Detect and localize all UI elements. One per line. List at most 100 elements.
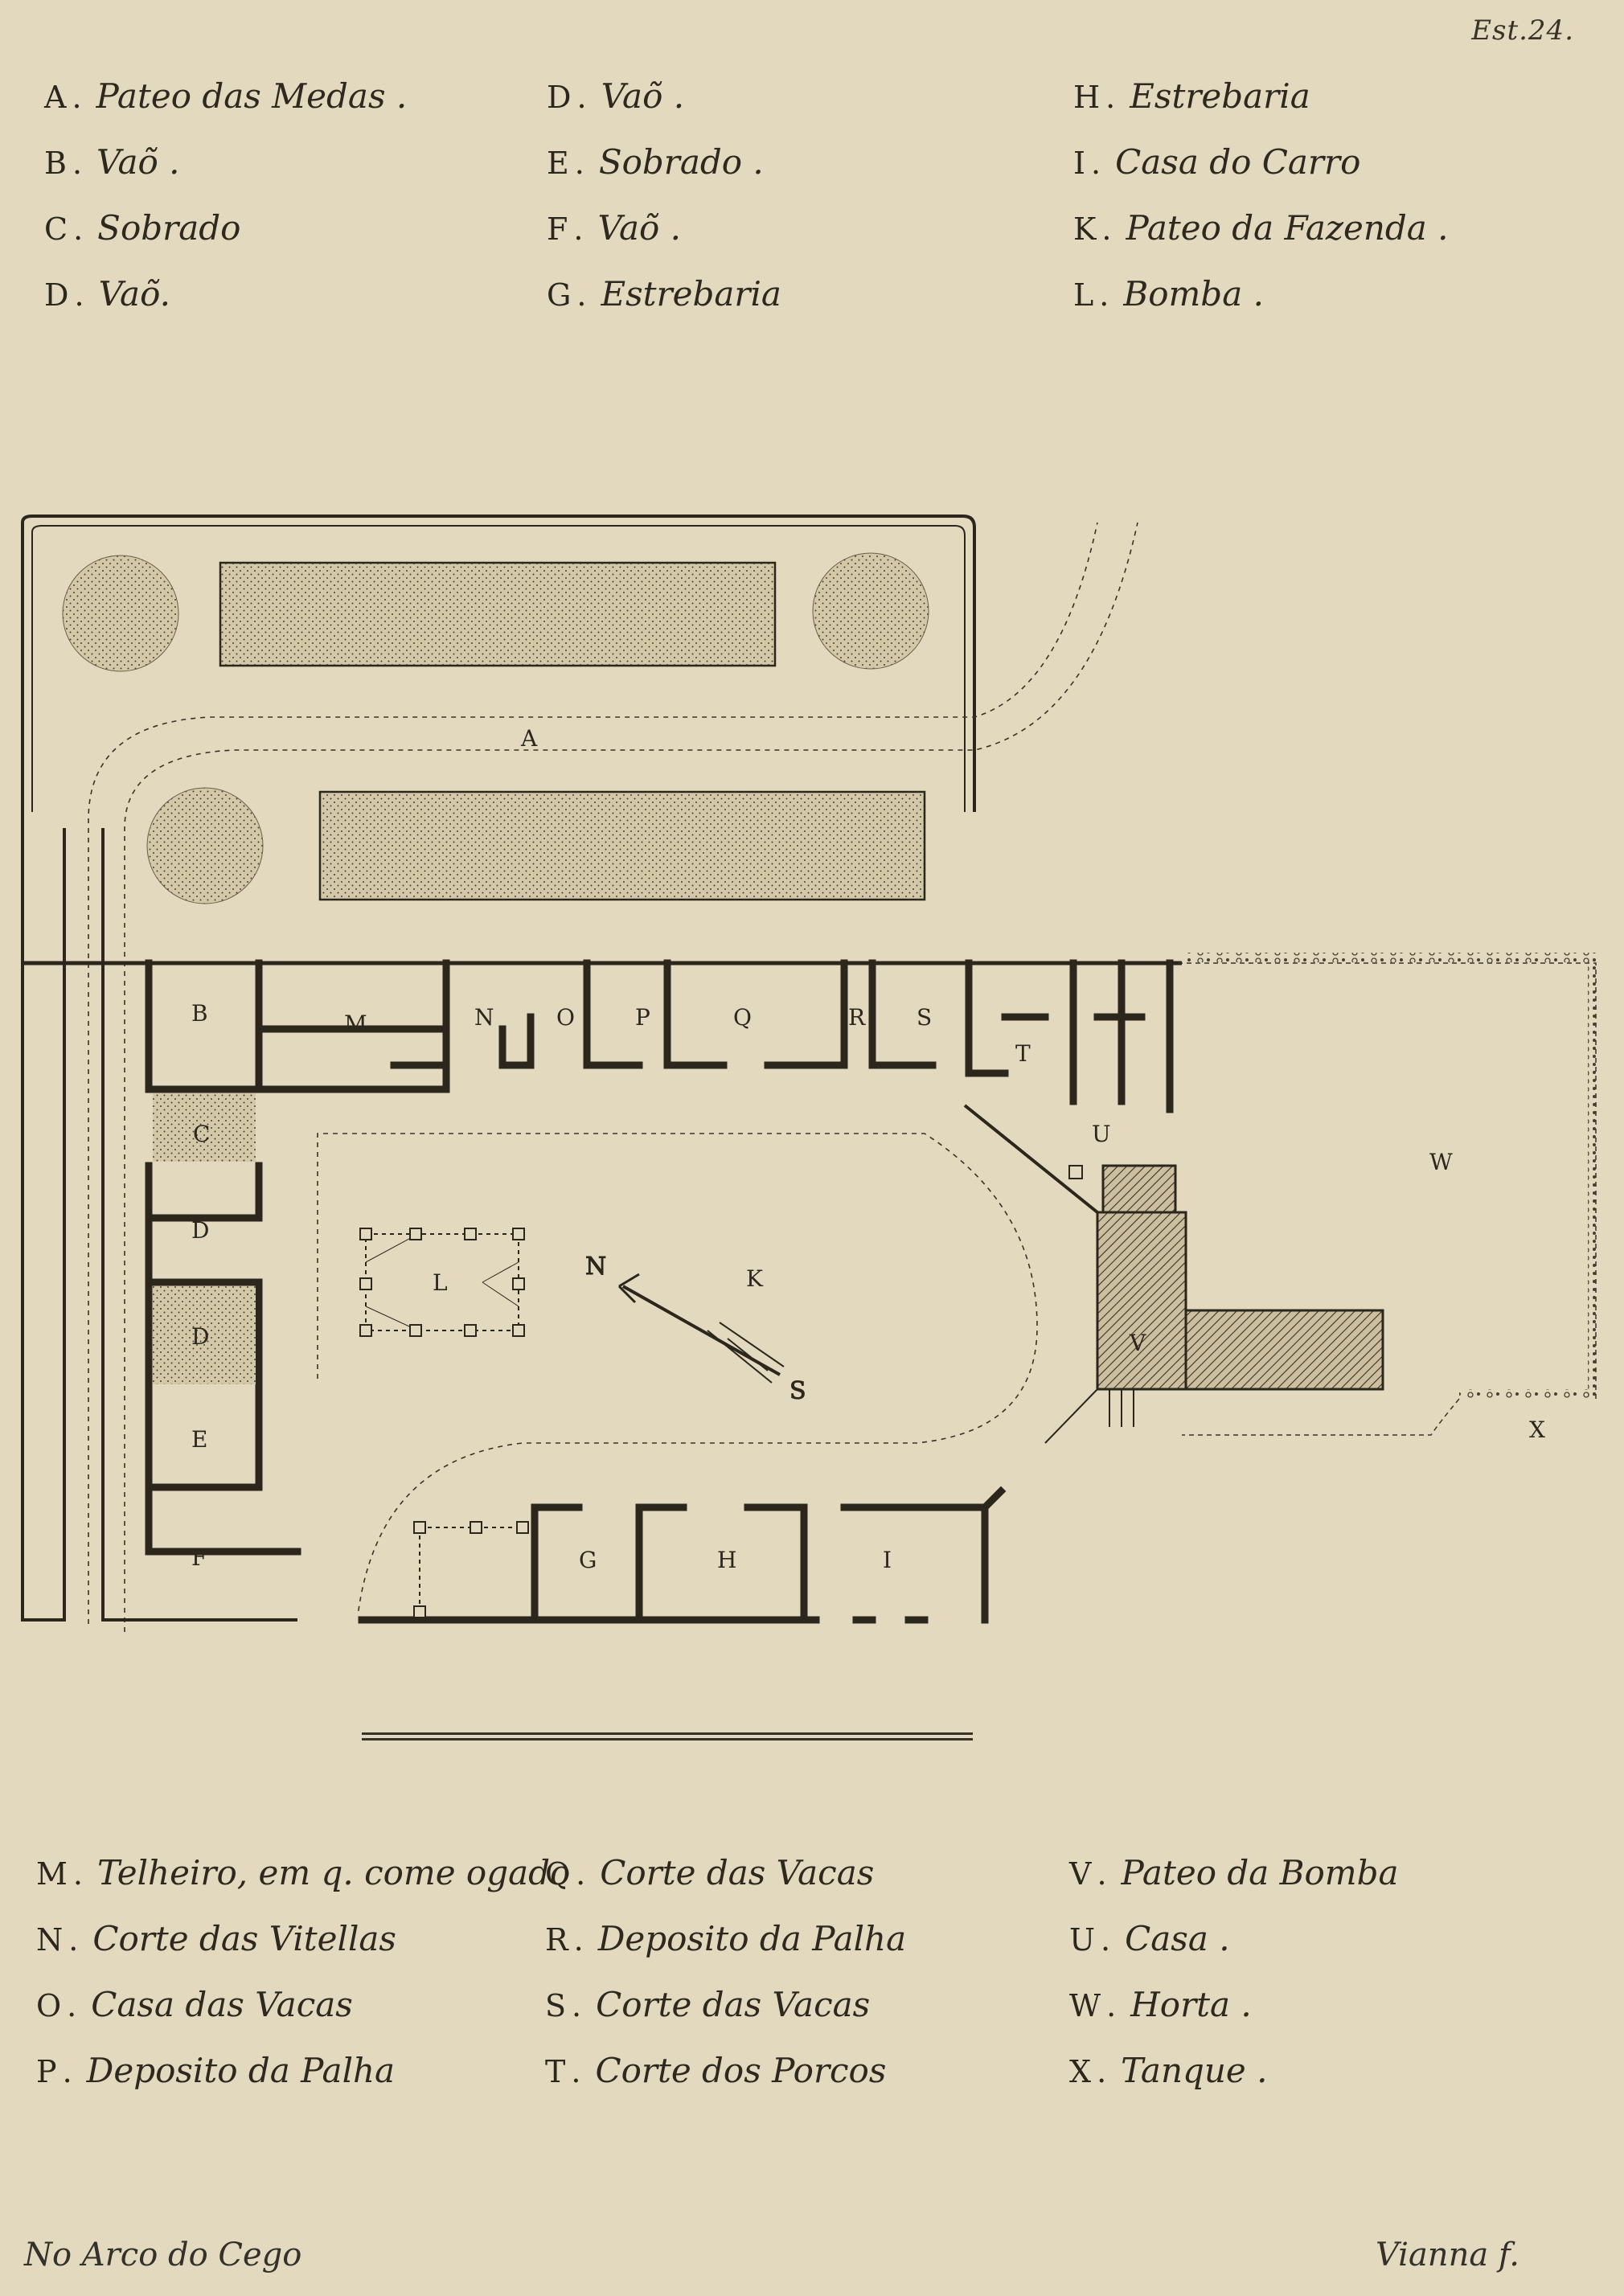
label-l: L <box>433 1269 448 1296</box>
label-p: P <box>635 1004 650 1031</box>
legend-text: Casa do Carro <box>1115 142 1361 182</box>
legend-entry: R.Deposito da Palha <box>545 1919 907 1958</box>
legend-letter: D <box>547 80 572 115</box>
legend-entry: V.Pateo da Bomba <box>1069 1853 1399 1892</box>
legend-letter: G <box>547 277 572 313</box>
legend-text: Casa das Vacas <box>91 1985 353 2024</box>
legend-letter: I <box>1073 146 1087 181</box>
label-n: N <box>474 1004 494 1031</box>
legend-entry: Q.Corte das Vacas <box>545 1853 875 1892</box>
legend-letter: E <box>547 146 570 181</box>
legend-entry: W.Horta . <box>1069 1985 1252 2024</box>
legend-entry: A.Pateo das Medas . <box>44 76 408 116</box>
label-b: B <box>191 1000 208 1027</box>
legend-text: Pateo da Bomba <box>1121 1853 1399 1892</box>
legend-text: Corte das Vacas <box>596 1985 871 2024</box>
legend-text: Bomba . <box>1123 274 1264 314</box>
label-r: R <box>848 1004 866 1031</box>
legend-entry: X.Tanque . <box>1069 2051 1268 2090</box>
legend-text: Sobrado <box>97 208 241 248</box>
room-e-fill <box>153 1286 256 1384</box>
legend-letter: L <box>1073 277 1095 313</box>
legend-top: A.Pateo das Medas . B.Vaõ . C.Sobrado D.… <box>0 76 1624 414</box>
legend-letter: A <box>44 80 68 115</box>
label-f: F <box>191 1544 207 1571</box>
legend-letter: M <box>36 1856 68 1892</box>
legend-top-column-1: A.Pateo das Medas . B.Vaõ . C.Sobrado D.… <box>44 76 407 340</box>
legend-text: Vaõ . <box>96 142 180 182</box>
legend-text: Pateo da Fazenda . <box>1126 208 1449 248</box>
legend-text: Vaõ . <box>601 76 685 116</box>
label-d2: D <box>191 1323 209 1350</box>
legend-text: Vaõ . <box>597 208 681 248</box>
legend-letter: S <box>545 1988 568 2023</box>
engraver-signature: Vianna f. <box>1375 2237 1519 2273</box>
label-u: U <box>1092 1121 1111 1147</box>
legend-entry: M.Telheiro, em q. come ogado <box>36 1853 571 1892</box>
legend-bottom-column-2: Q.Corte das Vacas R.Deposito da Palha S.… <box>545 1853 906 2117</box>
label-o: O <box>556 1004 575 1031</box>
legend-entry: B.Vaõ . <box>44 142 180 182</box>
room-c-fill <box>153 1093 256 1162</box>
cart-tracks <box>88 522 1138 1632</box>
legend-letter: P <box>36 2054 58 2089</box>
legend-entry: I.Casa do Carro <box>1073 142 1361 182</box>
pateo-medas-wall <box>21 515 976 812</box>
legend-bottom: M.Telheiro, em q. come ogado N.Corte das… <box>0 1853 1624 2191</box>
label-m: M <box>344 1011 367 1037</box>
farm-floor-plan: N S A B M N O P Q R S T U C D D E F L K … <box>21 515 1597 1632</box>
legend-entry: C.Sobrado <box>44 208 241 248</box>
label-e: E <box>191 1426 207 1453</box>
engraver-imprint: No Arco do Cego <box>24 2237 302 2273</box>
legend-letter: H <box>1073 80 1101 115</box>
legend-entry: K.Pateo da Fazenda . <box>1073 208 1449 248</box>
north-arrow-icon: N S <box>585 1253 807 1406</box>
legend-entry: U.Casa . <box>1069 1919 1230 1958</box>
legend-letter: C <box>44 211 69 247</box>
legend-letter: N <box>36 1922 64 1958</box>
label-k: K <box>746 1265 764 1292</box>
legend-entry: L.Bomba . <box>1073 274 1264 314</box>
legend-letter: B <box>44 146 68 181</box>
legend-text: Vaõ. <box>98 274 170 314</box>
legend-letter: F <box>547 211 569 247</box>
legend-letter: X <box>1069 2054 1093 2089</box>
scale-bar <box>362 1732 973 1740</box>
label-i: I <box>883 1547 892 1573</box>
ricks <box>62 552 929 904</box>
legend-entry: H.Estrebaria <box>1073 76 1310 116</box>
building-walls <box>145 959 1174 1624</box>
legend-text: Corte dos Porcos <box>595 2051 887 2090</box>
legend-entry: G.Estrebaria <box>547 274 781 314</box>
label-d1: D <box>191 1217 209 1244</box>
label-w: W <box>1429 1149 1453 1175</box>
legend-text: Horta . <box>1130 1985 1252 2024</box>
legend-text: Tanque . <box>1121 2051 1268 2090</box>
label-x: X <box>1529 1417 1545 1443</box>
legend-letter: K <box>1073 211 1097 247</box>
bomba-frame <box>359 1228 529 1618</box>
legend-letter: R <box>545 1922 569 1958</box>
legend-top-column-3: H.Estrebaria I.Casa do Carro K.Pateo da … <box>1073 76 1449 340</box>
legend-text: Corte das Vitellas <box>92 1919 396 1958</box>
label-q: Q <box>733 1004 752 1031</box>
legend-letter: D <box>44 277 70 313</box>
label-t: T <box>1015 1040 1031 1067</box>
legend-letter: T <box>545 2054 567 2089</box>
legend-entry: O.Casa das Vacas <box>36 1985 353 2024</box>
legend-top-column-2: D.Vaõ . E.Sobrado . F.Vaõ . G.Estrebaria <box>547 76 781 340</box>
legend-letter: W <box>1069 1988 1102 2023</box>
legend-bottom-column-3: V.Pateo da Bomba U.Casa . W.Horta . X.Ta… <box>1069 1853 1399 2117</box>
label-a: A <box>520 725 538 752</box>
room-labels: A B M N O P Q R S T U C D D E F L K G H … <box>191 725 1545 1573</box>
legend-text: Telheiro, em q. come ogado <box>97 1853 571 1892</box>
legend-text: Deposito da Palha <box>597 1919 907 1958</box>
svg-text:S: S <box>789 1377 806 1405</box>
legend-letter: V <box>1069 1856 1093 1892</box>
svg-text:N: N <box>585 1253 606 1281</box>
label-c: C <box>193 1121 210 1147</box>
legend-entry: N.Corte das Vitellas <box>36 1919 396 1958</box>
label-g: G <box>579 1547 597 1573</box>
label-h: H <box>717 1547 736 1573</box>
legend-text: Sobrado . <box>598 142 764 182</box>
